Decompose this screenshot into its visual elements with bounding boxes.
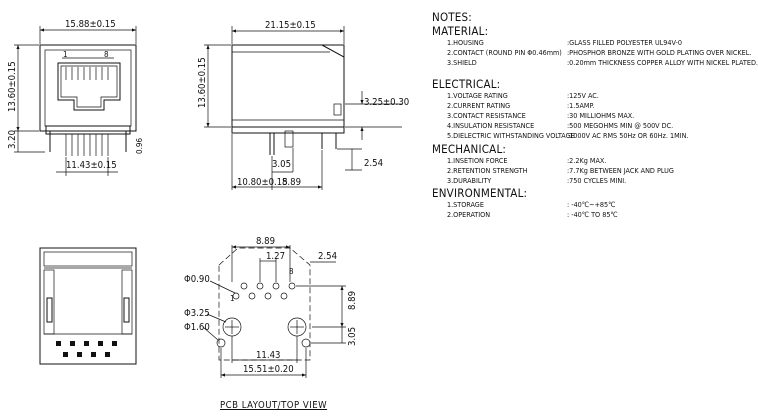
pcb-small-hole-leader bbox=[209, 280, 236, 294]
side-pins bbox=[269, 130, 337, 155]
rear-housing-outline bbox=[39, 247, 137, 365]
side-rear-bevel bbox=[321, 44, 345, 127]
side-base bbox=[231, 126, 345, 134]
note-value: :1.5AMP. bbox=[567, 100, 595, 110]
note-key: 4.INSULATION RESISTANCE bbox=[447, 121, 535, 131]
note-value: :750 CYCLES MINI. bbox=[567, 175, 627, 185]
front-pin-first: 1 bbox=[63, 50, 68, 59]
environmental-row: 1.STORAGE : -40℃~+85℃ bbox=[432, 200, 750, 210]
front-jack-inner bbox=[60, 65, 118, 108]
note-value: :500 MEGOHMS MIN @ 500V DC. bbox=[567, 121, 674, 131]
pcb-vertical-label: 8.89 bbox=[347, 291, 358, 310]
electrical-row: 1.VOLTAGE RATING :125V AC. bbox=[432, 91, 750, 101]
pcb-pitch-label: 1.27 bbox=[266, 251, 285, 262]
note-key: 5.DIELECTRIC WITHSTANDING VOLTAGE bbox=[447, 131, 575, 141]
note-value: :7.7Kg BETWEEN JACK AND PLUG bbox=[567, 165, 674, 175]
rear-top-band bbox=[43, 251, 133, 267]
mechanical-row: 2.RETENTION STRENGTH :7.7Kg BETWEEN JACK … bbox=[432, 166, 750, 176]
mechanical-row: 3.DURABILITY :750 CYCLES MINI. bbox=[432, 176, 750, 186]
front-stub-label: 0.96 bbox=[135, 138, 144, 154]
electrical-row: 3.CONTACT RESISTANCE :30 MILLIOHMS MAX. bbox=[432, 111, 750, 121]
note-key: 3.SHIELD bbox=[447, 58, 477, 68]
front-pin-last: 8 bbox=[104, 50, 109, 59]
notes-panel: NOTES: MATERIAL: 1.HOUSING :GLASS FILLED … bbox=[432, 10, 758, 220]
side-height-label: 13.60±0.15 bbox=[197, 57, 208, 108]
environmental-heading: ENVIRONMENTAL: bbox=[432, 186, 528, 201]
note-value: : -40℃ TO 85℃ bbox=[567, 210, 618, 220]
pcb-large-hole-leader bbox=[206, 313, 227, 323]
material-row: 3.SHIELD :0.20mm THICKNESS COPPER ALLOY W… bbox=[432, 58, 758, 68]
side-pin-offset-label: 3.05 bbox=[272, 159, 291, 170]
front-bottom-label: 3.20 bbox=[7, 130, 18, 149]
front-pitch-label: 11.43±0.15 bbox=[66, 160, 117, 171]
electrical-heading: ELECTRICAL: bbox=[432, 76, 501, 91]
material-row: 1.HOUSING :GLASS FILLED POLYESTER UL94V-0 bbox=[432, 38, 750, 48]
front-base bbox=[45, 125, 131, 135]
note-key: 1.HOUSING bbox=[447, 38, 484, 47]
note-value: : -40℃~+85℃ bbox=[567, 200, 616, 210]
note-key: 2.RETENTION STRENGTH bbox=[447, 165, 528, 175]
environmental-row: 2.OPERATION : -40℃ TO 85℃ bbox=[432, 210, 750, 220]
note-key: 1.INSETION FORCE bbox=[447, 155, 508, 165]
note-value: :GLASS FILLED POLYESTER UL94V-0 bbox=[567, 38, 682, 47]
pcb-pin-holes bbox=[232, 282, 296, 300]
pcb-small-hole-label: Φ0.90 bbox=[184, 274, 210, 285]
pcb-inner-span-label: 11.43 bbox=[256, 350, 280, 361]
pcb-outer-span-label: 15.51±0.20 bbox=[243, 364, 294, 375]
side-view: 21.15±0.15 13.60±0.15 3.25±0.30 2.54 3.0… bbox=[197, 20, 409, 190]
pcb-outline bbox=[218, 247, 311, 361]
side-housing-outline bbox=[231, 44, 345, 128]
pcb-peg-hole-right bbox=[301, 338, 311, 348]
pcb-layout: 1 8 8.89 1.27 2.54 8.89 3.05 Φ0.90 Φ3.25… bbox=[184, 236, 358, 378]
pcb-large-hole-label: Φ3.25 bbox=[184, 308, 210, 319]
front-housing-outline bbox=[39, 44, 137, 132]
pcb-lower-vertical-label: 3.05 bbox=[347, 327, 358, 346]
note-value: :2.2Kg MAX. bbox=[567, 155, 607, 165]
mechanical-heading: MECHANICAL: bbox=[432, 141, 507, 156]
note-value: :PHOSPHOR BRONZE WITH GOLD PLATING OVER … bbox=[567, 48, 752, 58]
note-key: 3.DURABILITY bbox=[447, 175, 492, 185]
note-key: 1.VOLTAGE RATING bbox=[447, 90, 508, 100]
note-key: 3.CONTACT RESISTANCE bbox=[447, 110, 526, 120]
rear-pin-holes bbox=[56, 341, 117, 357]
pcb-peg-hole-label: Φ1.60 bbox=[184, 322, 210, 333]
note-key: 2.CURRENT RATING bbox=[447, 100, 511, 110]
front-view: 1 8 15.88±0.15 13.60±0.15 3.20 11.43±0.1… bbox=[7, 19, 144, 176]
front-pins bbox=[49, 131, 127, 156]
electrical-row: 4.INSULATION RESISTANCE :500 MEGOHMS MIN … bbox=[432, 121, 750, 131]
electrical-row: 2.CURRENT RATING :1.5AMP. bbox=[432, 101, 750, 111]
front-jack-opening bbox=[57, 62, 121, 111]
side-front-to-pin-label: 10.80±0.15 bbox=[237, 177, 288, 188]
side-latch bbox=[333, 103, 342, 116]
pcb-peg-hole-leader bbox=[202, 326, 219, 341]
note-value: :125V AC. bbox=[567, 90, 599, 100]
side-pin-span-label: 8.89 bbox=[282, 177, 301, 188]
notes-title: NOTES: bbox=[432, 10, 472, 24]
pcb-right-offset-label: 2.54 bbox=[318, 251, 337, 262]
pcb-layout-caption: PCB LAYOUT/TOP VIEW bbox=[220, 400, 328, 411]
rear-view bbox=[39, 247, 137, 365]
pcb-pin-one-label: 1 bbox=[230, 294, 235, 303]
note-value: :0.20mm THICKNESS COPPER ALLOY WITH NICK… bbox=[567, 58, 758, 68]
material-row: 2.CONTACT (ROUND PIN Φ0.46mm) :PHOSPHOR B… bbox=[432, 48, 752, 58]
front-height-label: 13.60±0.15 bbox=[7, 61, 18, 112]
electrical-row: 5.DIELECTRIC WITHSTANDING VOLTAGE:1000V … bbox=[432, 131, 750, 141]
front-width-label: 15.88±0.15 bbox=[65, 19, 116, 30]
note-value: :30 MILLIOHMS MAX. bbox=[567, 110, 635, 120]
note-key: 2.CONTACT (ROUND PIN Φ0.46mm) bbox=[447, 48, 562, 58]
note-key: 2.OPERATION bbox=[447, 210, 491, 220]
front-contacts bbox=[65, 67, 109, 80]
side-length-label: 21.15±0.15 bbox=[265, 20, 316, 31]
side-pin-length-label: 2.54 bbox=[364, 158, 383, 169]
pcb-top-span-label: 8.89 bbox=[256, 236, 275, 247]
note-key: 1.STORAGE bbox=[447, 200, 484, 210]
pcb-pin-eight-label: 8 bbox=[289, 267, 294, 276]
pcb-peg-hole-left bbox=[216, 338, 226, 348]
side-right-height-label: 3.25±0.30 bbox=[364, 97, 409, 108]
material-heading: MATERIAL: bbox=[432, 24, 489, 38]
mechanical-row: 1.INSETION FORCE :2.2Kg MAX. bbox=[432, 156, 750, 166]
note-value: :1000V AC RMS 50Hz OR 60Hz. 1MIN. bbox=[567, 131, 689, 141]
